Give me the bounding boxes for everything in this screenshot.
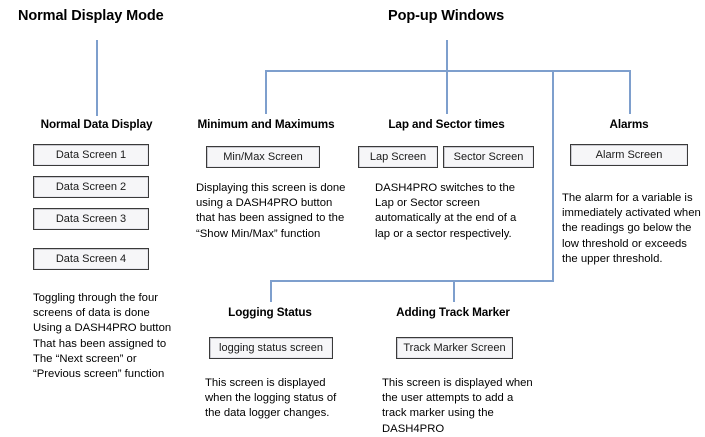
heading-minimum-and-maximums: Minimum and Maximums: [197, 118, 335, 131]
screen-box-sector-screen[interactable]: Sector Screen: [443, 146, 534, 168]
connector-drop-min-max: [265, 70, 267, 114]
connector-drop-alarms: [629, 70, 631, 114]
screen-box-track-marker-screen[interactable]: Track Marker Screen: [396, 337, 513, 359]
note-minimum-and-maximums: Displaying this screen is done using a D…: [196, 182, 346, 240]
screen-box-alarm-screen[interactable]: Alarm Screen: [570, 144, 688, 166]
heading-logging-status: Logging Status: [228, 306, 312, 319]
connector-lower-bus: [270, 280, 554, 282]
note-alarms: The alarm for a variable is immediately …: [562, 192, 701, 265]
connector-normal-display-stem: [96, 40, 98, 116]
screen-box-lap-screen[interactable]: Lap Screen: [358, 146, 438, 168]
screen-box-data-screen-1[interactable]: Data Screen 1: [33, 144, 149, 166]
heading-normal-data-display: Normal Data Display: [40, 118, 153, 131]
connector-drop-logging-status: [270, 280, 272, 302]
note-normal-data-display: Toggling through the four screens of dat…: [33, 292, 172, 381]
screen-box-data-screen-2[interactable]: Data Screen 2: [33, 176, 149, 198]
connector-popup-stem: [446, 40, 448, 72]
title-pop-up-windows: Pop-up Windows: [388, 8, 505, 24]
note-lap-and-sector-times: DASH4PRO switches to the Lap or Sector s…: [375, 182, 517, 240]
screen-box-min-max-screen[interactable]: Min/Max Screen: [206, 146, 320, 168]
connector-drop-lap-sector: [446, 70, 448, 114]
note-adding-track-marker: This screen is displayed when the user a…: [382, 377, 533, 435]
connector-popup-bus: [265, 70, 631, 72]
connector-drop-lower-row-riser: [552, 70, 554, 282]
connector-drop-track-marker: [453, 280, 455, 302]
heading-adding-track-marker: Adding Track Marker: [396, 306, 510, 319]
screen-box-logging-status-screen[interactable]: logging status screen: [209, 337, 333, 359]
heading-lap-and-sector-times: Lap and Sector times: [388, 118, 505, 131]
title-normal-display-mode: Normal Display Mode: [18, 8, 164, 24]
screen-box-data-screen-4[interactable]: Data Screen 4: [33, 248, 149, 270]
screen-box-data-screen-3[interactable]: Data Screen 3: [33, 208, 149, 230]
dash4pro-display-mode-diagram: Normal Display Mode Pop-up Windows Norma…: [18, 8, 701, 435]
note-logging-status: This screen is displayed when the loggin…: [205, 377, 337, 420]
heading-alarms: Alarms: [609, 118, 649, 131]
